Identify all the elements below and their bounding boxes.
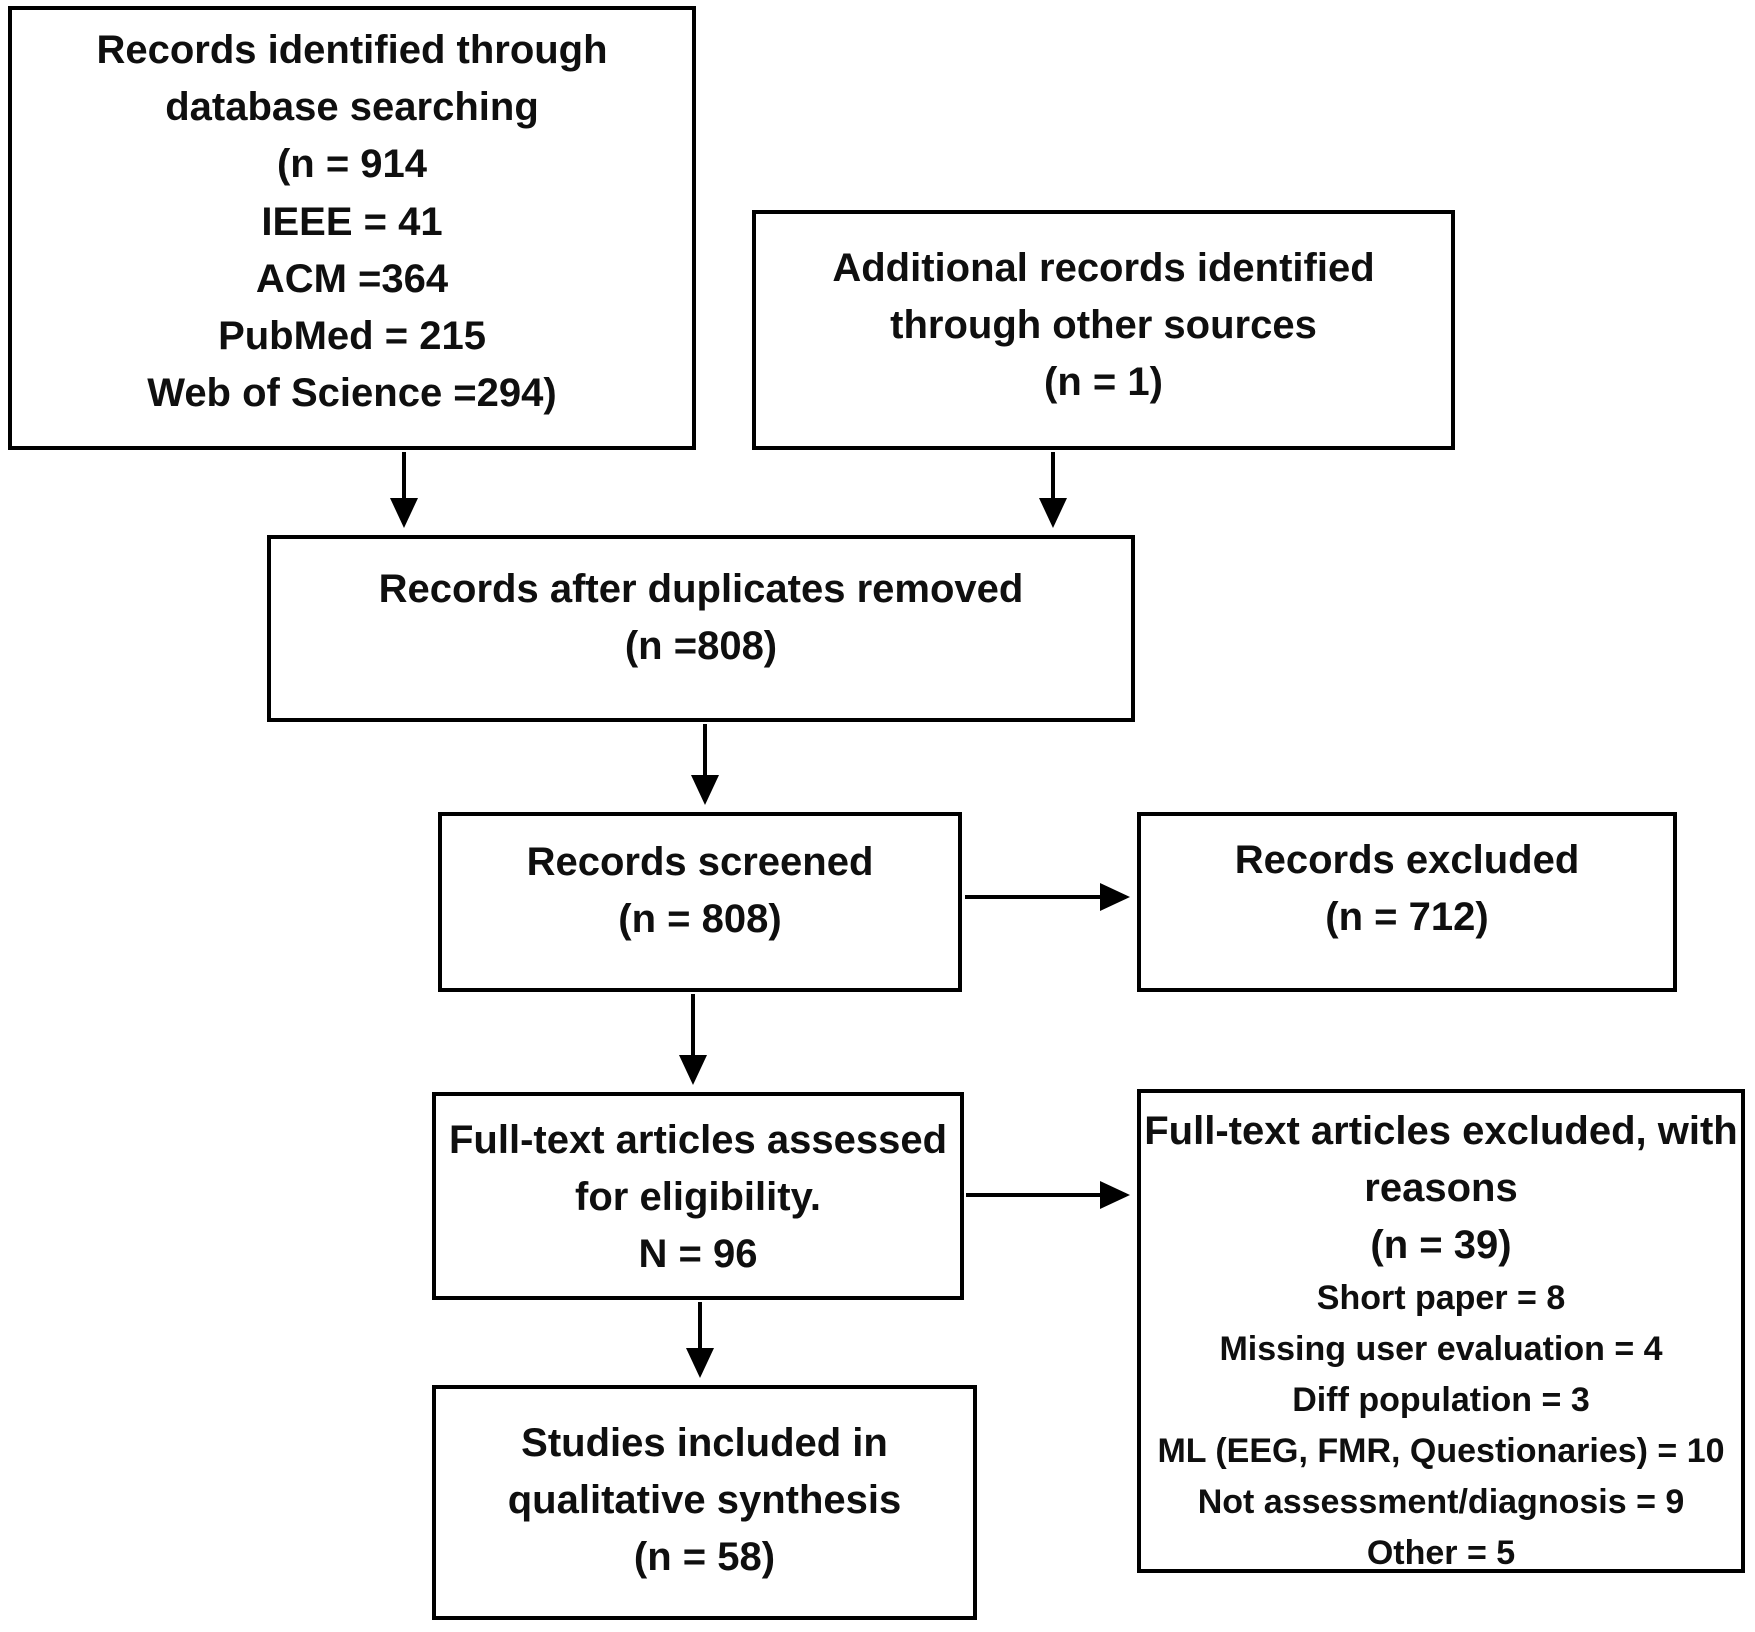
text-line: qualitative synthesis (507, 1478, 902, 1523)
text-line: IEEE = 41 (261, 199, 443, 244)
box-fulltext-excluded: Full-text articles excluded, with reason… (1137, 1089, 1745, 1573)
text-line: (n = 58) (633, 1535, 776, 1580)
text-line: (n = 39) (1370, 1222, 1512, 1267)
text-line: Short paper = 8 (1316, 1279, 1566, 1318)
text-line: Full-text articles excluded, with (1144, 1109, 1738, 1153)
box-additional-records: Additional records identified through ot… (752, 210, 1455, 450)
text-line: Records excluded (1234, 838, 1580, 882)
box-fulltext-assessed: Full-text articles assessed for eligibil… (432, 1092, 964, 1300)
text-line: Web of Science =294) (147, 371, 557, 416)
text-line: (n = 914 (276, 142, 428, 187)
text-line: Additional records identified (832, 246, 1375, 290)
text-line: Full-text articles assessed (448, 1118, 948, 1162)
text-line: (n = 808) (618, 897, 782, 942)
text-line: ACM =364 (255, 256, 449, 301)
text-line: through other sources (890, 303, 1317, 348)
text-line: Records identified through (96, 28, 608, 72)
text-line: for eligibility. (575, 1175, 821, 1220)
text-line: Not assessment/diagnosis = 9 (1197, 1483, 1685, 1522)
box-duplicates-removed: Records after duplicates removed (n =808… (267, 535, 1135, 722)
text-line: (n = 1) (1044, 360, 1163, 405)
text-line: ML (EEG, FMR, Questionaries) = 10 (1157, 1432, 1725, 1471)
text-line: Records screened (526, 840, 874, 884)
box-studies-included: Studies included in qualitative synthesi… (432, 1385, 977, 1620)
text-line: Other = 5 (1366, 1534, 1516, 1573)
text-line: N = 96 (638, 1232, 758, 1277)
text-line: Diff population = 3 (1292, 1381, 1590, 1420)
box-records-screened: Records screened (n = 808) (438, 812, 962, 992)
text-line: reasons (1364, 1165, 1518, 1210)
text-line: Records after duplicates removed (378, 567, 1024, 611)
text-line: Studies included in (521, 1421, 888, 1465)
text-line: (n =808) (624, 624, 778, 669)
text-line: database searching (165, 85, 539, 130)
box-records-excluded: Records excluded (n = 712) (1137, 812, 1677, 992)
text-line: (n = 712) (1325, 895, 1489, 940)
text-line: Missing user evaluation = 4 (1219, 1330, 1663, 1369)
text-line: PubMed = 215 (218, 313, 486, 358)
box-records-identified: Records identified through database sear… (8, 6, 696, 450)
